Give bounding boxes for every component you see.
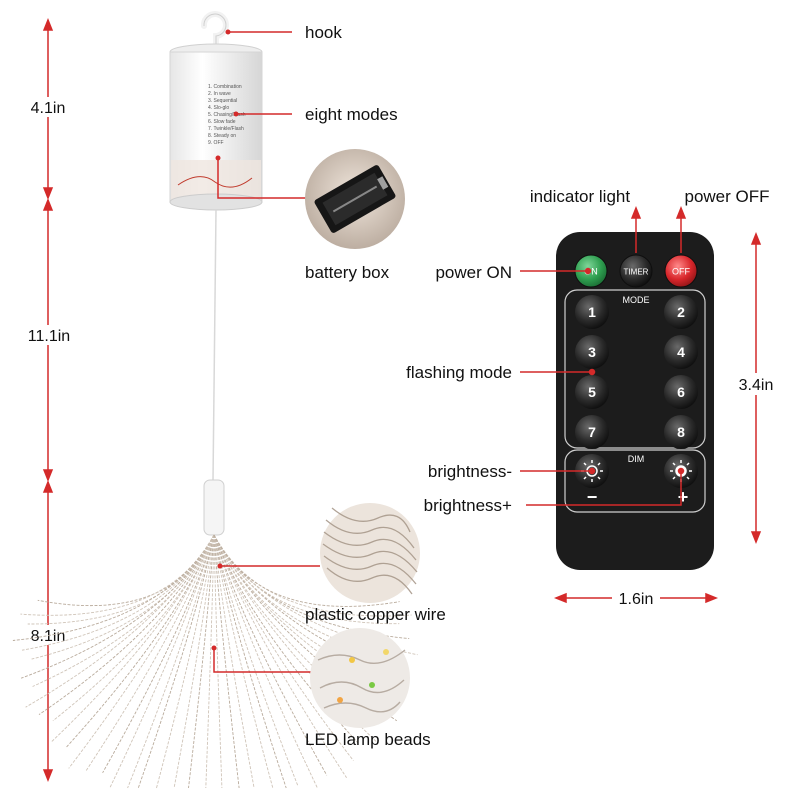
- wire-strand: [213, 534, 359, 744]
- wire-strand: [25, 534, 215, 708]
- svg-text:3: 3: [588, 344, 596, 360]
- wire-strand: [213, 534, 299, 787]
- mode-button-7[interactable]: 7: [575, 415, 609, 449]
- svg-text:2: 2: [677, 304, 685, 320]
- wire-strand: [213, 534, 354, 761]
- svg-text:7: 7: [588, 424, 596, 440]
- remote-height-label: 3.4in: [739, 377, 774, 394]
- bottom-height-label: 8.1in: [31, 628, 66, 645]
- svg-text:4: 4: [677, 344, 685, 360]
- minus-sign: −: [587, 487, 598, 507]
- mode-button-4[interactable]: 4: [664, 335, 698, 369]
- svg-text:7. Twinkle/Flash: 7. Twinkle/Flash: [208, 126, 244, 132]
- timer-button[interactable]: TIMER: [619, 254, 653, 288]
- wire-strand: [213, 534, 328, 776]
- hook-label: hook: [305, 23, 342, 42]
- svg-text:8. Steady on: 8. Steady on: [208, 133, 236, 139]
- wire-strand: [213, 534, 223, 789]
- wire-strand: [102, 534, 215, 774]
- wire-connector: [203, 479, 225, 536]
- svg-text:3. Sequential: 3. Sequential: [208, 98, 237, 104]
- wire-strand: [156, 534, 215, 789]
- battery-box-label: battery box: [305, 263, 390, 282]
- wire-strand: [85, 534, 215, 772]
- svg-text:1. Combination: 1. Combination: [208, 84, 242, 90]
- svg-text:5: 5: [588, 384, 596, 400]
- battery-tube: [169, 43, 263, 211]
- wire-strand: [32, 534, 215, 687]
- wire-strand: [66, 534, 215, 748]
- remote-control: ON TIMER OFF MODE 1 2 3 4 5 6 7 8 DIM: [556, 232, 714, 570]
- eight-modes-label: eight modes: [305, 105, 398, 124]
- wire-strand: [213, 534, 240, 789]
- wire-strand: [213, 534, 347, 779]
- plus-sign: +: [678, 487, 689, 507]
- cable: [212, 209, 217, 481]
- indicator-light-label: indicator light: [530, 187, 630, 206]
- mode-button-8[interactable]: 8: [664, 415, 698, 449]
- hook-icon: [200, 11, 229, 53]
- svg-text:5. Chasing/Flash: 5. Chasing/Flash: [208, 112, 246, 118]
- wire-strand: [137, 534, 215, 789]
- led-lamp-beads-label: LED lamp beads: [305, 730, 431, 749]
- remote-width-label: 1.6in: [619, 591, 654, 608]
- mode-label: MODE: [623, 295, 650, 305]
- wire-strand: [37, 534, 215, 607]
- mode-button-6[interactable]: 6: [664, 375, 698, 409]
- wire-strand: [213, 534, 274, 789]
- brightness-minus-label: brightness-: [428, 462, 512, 481]
- led-beads-photo: [310, 628, 410, 728]
- wire-strand: [12, 534, 215, 641]
- flashing-mode-label: flashing mode: [406, 363, 512, 382]
- top-height-label: 4.1in: [31, 100, 66, 117]
- wire-strand: [68, 534, 215, 769]
- wire-strand: [27, 534, 215, 625]
- svg-text:TIMER: TIMER: [624, 268, 649, 277]
- svg-text:8: 8: [677, 424, 685, 440]
- wire-strand: [213, 534, 287, 789]
- mode-button-2[interactable]: 2: [664, 295, 698, 329]
- svg-text:6: 6: [677, 384, 685, 400]
- wire-strand: [213, 534, 318, 789]
- copper-wire-photo: [320, 503, 420, 603]
- wire-strand: [213, 534, 418, 656]
- wire-strand: [173, 534, 215, 789]
- svg-text:2. In wave: 2. In wave: [208, 91, 231, 97]
- wire-strand: [109, 534, 215, 789]
- svg-text:6. Slow fade: 6. Slow fade: [208, 119, 236, 125]
- svg-text:OFF: OFF: [672, 267, 690, 277]
- remote-annotation-lines: [520, 205, 687, 506]
- firework-wires: [12, 534, 418, 789]
- svg-text:1: 1: [588, 304, 596, 320]
- wire-strand: [38, 534, 215, 715]
- wire-strand: [213, 534, 255, 789]
- wire-strand: [50, 534, 215, 743]
- dim-label: DIM: [628, 454, 645, 464]
- svg-text:9. OFF: 9. OFF: [208, 140, 224, 146]
- power-off-label: power OFF: [684, 187, 769, 206]
- wire-strand: [127, 534, 215, 789]
- power-on-label: power ON: [435, 263, 512, 282]
- middle-height-label: 11.1in: [28, 328, 70, 345]
- battery-mode-list: 1. Combination 2. In wave 3. Sequential …: [208, 84, 246, 146]
- plastic-copper-wire-label: plastic copper wire: [305, 605, 446, 624]
- annotation-dots: [211, 29, 239, 651]
- brightness-plus-label: brightness+: [424, 496, 512, 515]
- wire-strand: [213, 534, 393, 686]
- battery-box-photo: [305, 149, 405, 249]
- annotation-lines: [213, 31, 320, 673]
- off-button[interactable]: OFF: [664, 254, 698, 288]
- mode-button-3[interactable]: 3: [575, 335, 609, 369]
- mode-button-1[interactable]: 1: [575, 295, 609, 329]
- wire-strand: [205, 534, 215, 789]
- wire-strand: [188, 534, 215, 789]
- svg-text:4. Slo-glo: 4. Slo-glo: [208, 105, 229, 111]
- wire-strand: [213, 534, 412, 617]
- wire-strand: [20, 534, 215, 679]
- wire-strand: [213, 534, 400, 607]
- sun-filled-icon: [670, 460, 692, 482]
- mode-button-5[interactable]: 5: [575, 375, 609, 409]
